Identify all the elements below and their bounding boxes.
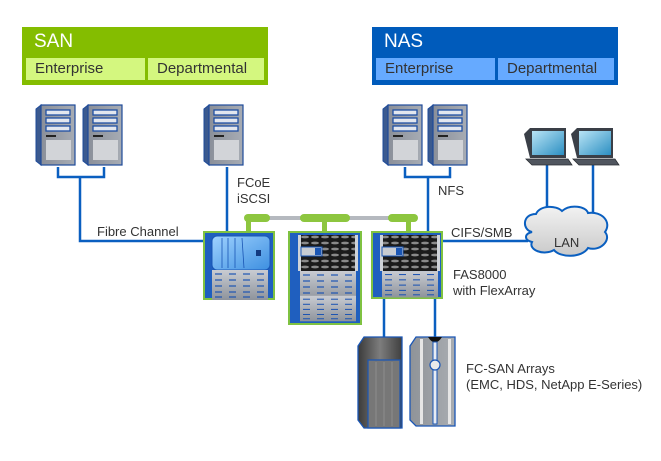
cluster-interconnect [244, 214, 418, 232]
storage-controller-icon [371, 231, 443, 299]
server-icon [382, 104, 423, 166]
server-icon [427, 104, 468, 166]
nas-enterprise-segment: Enterprise [376, 58, 495, 80]
server-icon [82, 104, 123, 166]
iscsi-label: iSCSI [237, 191, 271, 206]
nfs-server-bridge [403, 167, 452, 179]
server-icon [203, 104, 244, 166]
fc-san-arrays-label: FC-SAN Arrays [466, 361, 555, 376]
fc-san-vendors-label: (EMC, HDS, NetApp E-Series) [466, 377, 643, 392]
san-enterprise-label: Enterprise [35, 60, 104, 77]
storage-controller-icon [203, 231, 275, 301]
san-departmental-label: Departmental [157, 60, 248, 77]
fas-model-label: FAS8000 [453, 267, 507, 282]
fcoe-label: FCoE [237, 175, 271, 190]
san-departmental-segment: Departmental [148, 58, 264, 80]
server-icon [35, 104, 76, 166]
connection-lines [56, 164, 595, 340]
fibre-channel-link [78, 177, 206, 243]
storage-controller-icon [288, 231, 362, 325]
storage-array-icon [357, 336, 403, 429]
nfs-label: NFS [438, 183, 464, 198]
cifs-smb-label: CIFS/SMB [451, 225, 513, 240]
nas-departmental-label: Departmental [507, 60, 598, 77]
san-header: SAN Enterprise Departmental [22, 27, 268, 85]
san-enterprise-segment: Enterprise [26, 58, 145, 80]
nas-header: NAS Enterprise Departmental [372, 27, 618, 85]
san-title: SAN [34, 31, 74, 52]
nas-title: NAS [384, 31, 424, 52]
lan-label: LAN [554, 235, 580, 250]
laptop-icon [523, 127, 573, 166]
cloud-icon [524, 205, 609, 257]
fc-server-bridge [56, 167, 106, 179]
storage-array-icon [409, 336, 456, 427]
fas-flexarray-label: with FlexArray [453, 283, 536, 298]
nas-enterprise-label: Enterprise [385, 60, 454, 77]
fibre-channel-label: Fibre Channel [97, 224, 179, 239]
laptop-icon [570, 127, 620, 166]
nas-departmental-segment: Departmental [498, 58, 614, 80]
